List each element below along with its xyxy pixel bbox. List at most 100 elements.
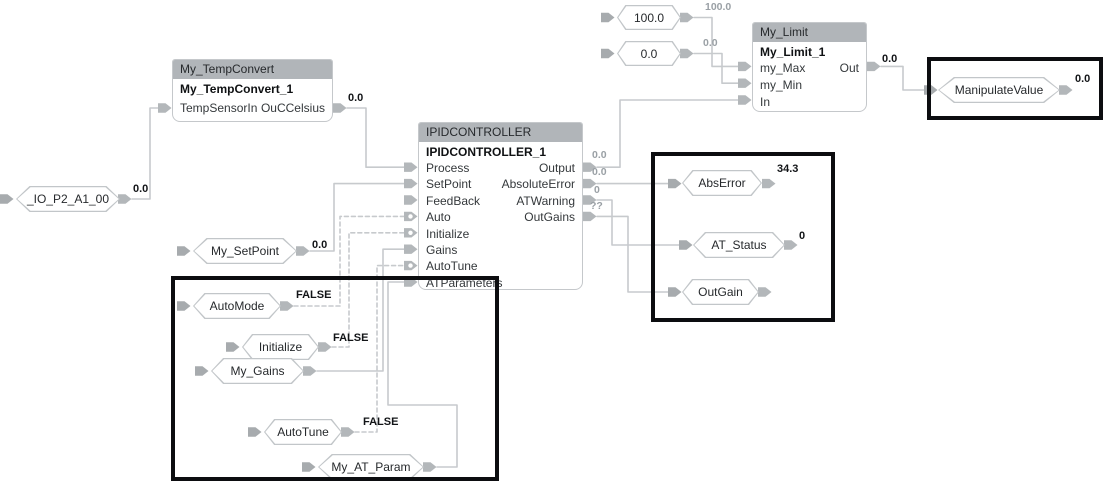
- wire-output-to-limit-in: [596, 99, 739, 168]
- constant-tag-100[interactable]: 100.0: [617, 5, 681, 30]
- variable-tag-my-setpoint[interactable]: My_SetPoint: [193, 238, 297, 264]
- pin-mymin[interactable]: [738, 78, 752, 88]
- wire-const100-to-mymax: [693, 16, 739, 68]
- value-at-status: 0: [799, 230, 806, 242]
- pin-limit-in[interactable]: [738, 95, 752, 105]
- tag-label: OutGain: [698, 285, 743, 299]
- tag-label: AT_Status: [711, 238, 767, 252]
- annotation-box-monitor-tags: [651, 152, 835, 322]
- pin-mysetpoint-right[interactable]: [296, 246, 310, 256]
- wire-automode-to-auto: [293, 215, 405, 307]
- bool-pin-dot-auto: [408, 214, 413, 219]
- constant-tag-0[interactable]: 0.0: [617, 41, 681, 66]
- bool-pin-dot-autotune: [408, 263, 413, 268]
- function-block-my-tempconvert[interactable]: My_TempConvert My_TempConvert_1 TempSens…: [172, 59, 333, 122]
- block-instance-label: IPIDCONTROLLER_1: [426, 145, 547, 159]
- output-label: Output: [538, 161, 575, 175]
- pin-mymax[interactable]: [738, 61, 752, 72]
- tag-label: AbsError: [698, 176, 746, 190]
- variable-tag-my-gains[interactable]: My_Gains: [211, 358, 304, 384]
- block-type-label: IPIDCONTROLLER: [419, 123, 582, 142]
- variable-tag-outgain[interactable]: OutGain: [682, 279, 759, 305]
- wire-initialize: [331, 232, 405, 348]
- tag-label: My_SetPoint: [210, 244, 280, 258]
- variable-tag-automode[interactable]: AutoMode: [193, 293, 281, 319]
- input-label: AutoTune: [426, 259, 478, 274]
- pin-tempsensorin[interactable]: [158, 103, 172, 113]
- input-label: Gains: [426, 242, 458, 257]
- value-autotune: FALSE: [363, 416, 399, 428]
- value-manipulatevalue: 0.0: [1075, 73, 1091, 85]
- value-pid-absoluteerror: 0.0: [592, 166, 607, 178]
- pin-limit-out[interactable]: [867, 61, 881, 72]
- wire-const0-to-mymin: [693, 52, 739, 84]
- value-io-input: 0.0: [133, 183, 149, 195]
- variable-tag-at-status[interactable]: AT_Status: [693, 232, 785, 258]
- tag-label: ManipulateValue: [954, 83, 1044, 97]
- variable-tag-abserror[interactable]: AbsError: [682, 170, 762, 196]
- value-automode: FALSE: [296, 289, 332, 301]
- value-my-setpoint: 0.0: [312, 239, 328, 251]
- input-label: In: [760, 94, 771, 109]
- pin-io-right[interactable]: [118, 194, 132, 204]
- value-initialize: FALSE: [333, 332, 369, 344]
- input-label: Process: [426, 161, 470, 175]
- tag-label: 100.0: [633, 10, 665, 25]
- input-label: my_Min: [760, 77, 803, 92]
- pin-const0-right[interactable]: [680, 48, 694, 59]
- pin-outgains[interactable]: [583, 211, 597, 222]
- pin-const0-left[interactable]: [601, 48, 615, 59]
- wire-outgains-to-outgain: [596, 215, 669, 293]
- block-type-label: My_Limit: [753, 23, 866, 42]
- wire-atwarning-to-atstatus: [596, 199, 680, 246]
- input-label: Initialize: [426, 226, 470, 241]
- wire-gains: [316, 248, 405, 372]
- tag-label: My_AT_Param: [331, 460, 411, 474]
- output-label: ATWarning: [516, 193, 575, 208]
- wire-limit-out-to-manipulatevalue: [880, 65, 927, 91]
- input-label: TempSensorIn: [180, 101, 258, 115]
- output-label: Out: [839, 61, 859, 75]
- wire-io-to-tempsensorin: [131, 107, 159, 200]
- value-ouccelsius: 0.0: [348, 92, 364, 104]
- tag-label: Initialize: [258, 340, 303, 354]
- pin-process[interactable]: [404, 162, 418, 172]
- input-label: Auto: [426, 210, 451, 225]
- bool-pin-dot-initialize: [408, 230, 413, 235]
- wire-atparameters: [387, 281, 458, 468]
- pin-const100-right[interactable]: [680, 12, 694, 23]
- output-label: AbsoluteError: [501, 177, 575, 192]
- wire-autotune: [354, 264, 405, 433]
- variable-tag-autotune[interactable]: AutoTune: [264, 419, 342, 445]
- pin-const100-left[interactable]: [601, 12, 615, 23]
- annotation-box-manipulatevalue: [927, 57, 1103, 120]
- value-pid-outgains: ??: [590, 200, 603, 212]
- tag-label: _IO_P2_A1_00: [26, 192, 110, 206]
- pin-mysetpoint-left[interactable]: [177, 246, 191, 256]
- value-pid-output: 0.0: [592, 149, 607, 161]
- value-abserror: 34.3: [777, 163, 799, 175]
- tag-label: My_Gains: [230, 364, 285, 378]
- block-instance-label: My_Limit_1: [760, 45, 826, 59]
- variable-tag-my-at-param[interactable]: My_AT_Param: [318, 454, 424, 480]
- tag-label: AutoTune: [277, 425, 329, 439]
- pin-ouccelsius[interactable]: [333, 103, 347, 113]
- tag-label: 0.0: [640, 46, 658, 61]
- variable-tag-io-input[interactable]: _IO_P2_A1_00: [16, 186, 120, 212]
- value-const-0: 0.0: [703, 37, 718, 49]
- pin-feedback[interactable]: [404, 195, 418, 205]
- variable-tag-manipulatevalue[interactable]: ManipulateValue: [938, 77, 1060, 103]
- output-label: OuCCelsius: [260, 101, 325, 115]
- variable-tag-initialize[interactable]: Initialize: [242, 334, 319, 360]
- pin-io-left[interactable]: [0, 194, 14, 204]
- input-label: FeedBack: [426, 193, 481, 208]
- output-label: OutGains: [524, 210, 575, 225]
- pin-gains[interactable]: [404, 244, 418, 254]
- pin-setpoint[interactable]: [404, 178, 418, 189]
- input-label: SetPoint: [426, 177, 472, 192]
- annotation-box-bool-tags: [171, 276, 499, 481]
